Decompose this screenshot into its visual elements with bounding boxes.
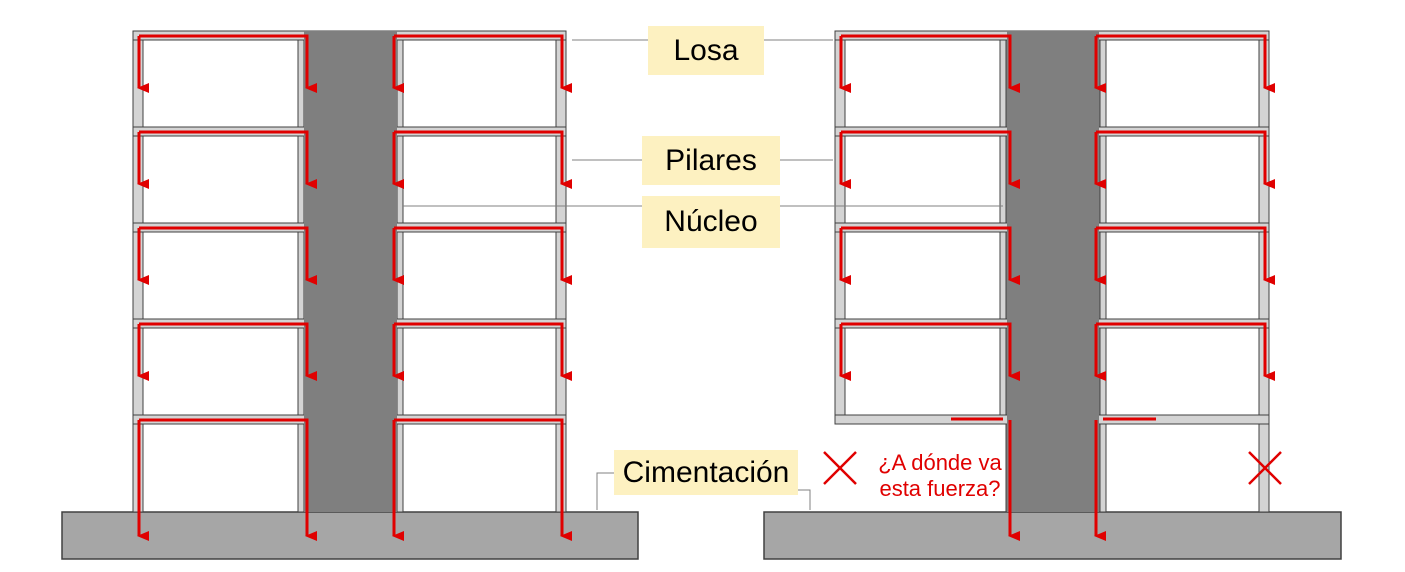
question-line-1: ¿A dónde va xyxy=(878,450,1002,475)
arrow-down-icon xyxy=(841,34,1020,93)
load-paths-right xyxy=(839,34,1275,541)
pillar-right-inner-r xyxy=(1099,30,1107,513)
arrow-down-icon xyxy=(841,322,1020,381)
label-pillars: Pilares xyxy=(642,136,780,185)
question-text: ¿A dónde va esta fuerza? xyxy=(848,450,1032,502)
arrow-down-icon xyxy=(139,130,317,189)
arrow-down-icon xyxy=(1096,322,1275,381)
arrow-down-icon xyxy=(841,226,1020,285)
arrow-down-icon xyxy=(1096,34,1275,93)
arrow-down-icon xyxy=(394,34,572,93)
arrow-down-icon xyxy=(394,226,572,285)
arrow-down-icon xyxy=(394,418,572,541)
label-foundation: Cimentación xyxy=(614,450,798,495)
arrow-down-icon xyxy=(841,130,1020,189)
foundation-left xyxy=(61,511,639,560)
arrow-down-icon xyxy=(1096,226,1275,285)
arrow-down-icon xyxy=(139,226,317,285)
pillar-left-inner-r xyxy=(396,30,404,513)
foundation-right xyxy=(763,511,1342,560)
arrow-down-icon xyxy=(139,322,317,381)
cross-icon xyxy=(823,451,857,485)
arrow-down-icon xyxy=(394,322,572,381)
question-line-2: esta fuerza? xyxy=(879,476,1001,501)
pillar-left-inner-l xyxy=(297,30,305,513)
cross-icon xyxy=(1248,451,1282,485)
leader-lines xyxy=(403,39,1003,510)
arrow-down-icon xyxy=(394,130,572,189)
label-core: Núcleo xyxy=(642,196,780,248)
building-left xyxy=(61,30,639,560)
load-paths-left xyxy=(137,34,572,541)
arrow-down-icon xyxy=(139,418,317,541)
arrow-down-icon xyxy=(1096,130,1275,189)
arrow-down-icon xyxy=(139,34,317,93)
label-slab: Losa xyxy=(648,26,764,75)
